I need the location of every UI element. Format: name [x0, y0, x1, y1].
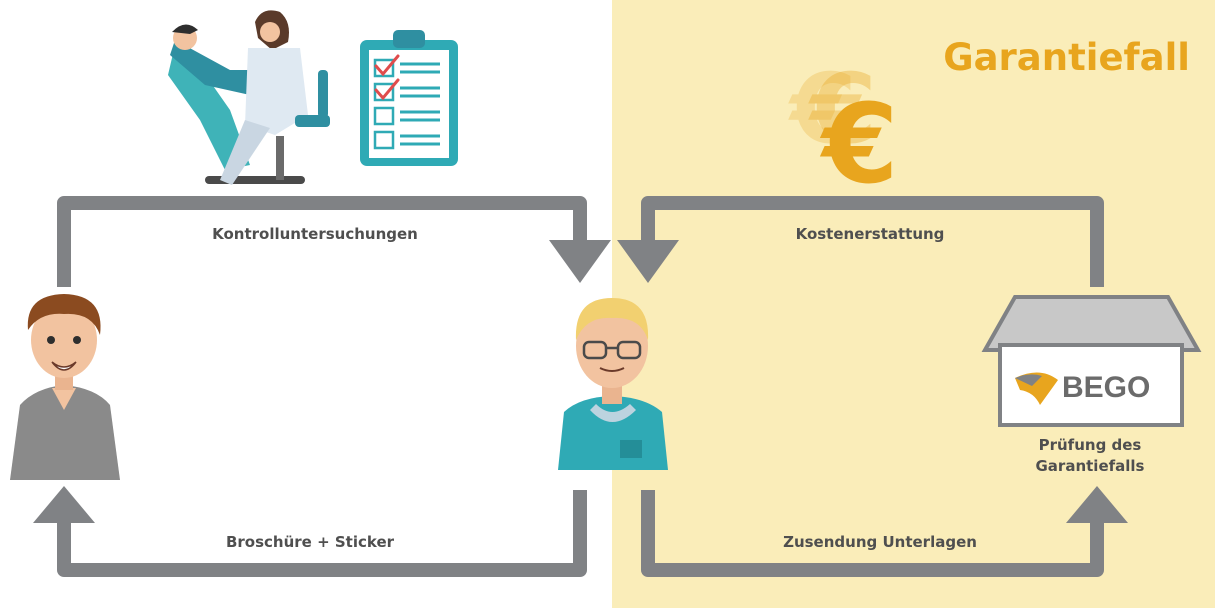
arrow-zusendung — [641, 490, 1104, 577]
patient-icon — [10, 294, 120, 480]
flow-label-kontroll: Kontrolluntersuchungen — [212, 225, 418, 243]
svg-text:€: € — [808, 53, 877, 165]
flow-label-zusendung: Zusendung Unterlagen — [783, 533, 977, 551]
panel-title: Garantiefall — [943, 36, 1190, 79]
flow-label-kosten: Kostenerstattung — [795, 225, 945, 243]
checklist-clipboard-icon — [360, 30, 458, 166]
bego-box-icon: BEGO — [981, 295, 1202, 427]
bego-caption-line2: Garantiefalls — [1035, 457, 1145, 475]
euro-coin-icon: € € € — [788, 53, 899, 208]
dentist-icon — [558, 298, 668, 470]
arrowhead-zusendung — [1066, 486, 1128, 523]
svg-text:€: € — [788, 53, 857, 165]
bego-logo-text: BEGO — [1062, 371, 1150, 404]
arrowhead-kontroll — [549, 240, 611, 283]
dental-treatment-icon — [168, 10, 330, 185]
arrowhead-kosten — [617, 240, 679, 283]
flow-label-broschuere: Broschüre + Sticker — [225, 533, 395, 551]
arrow-kontroll — [57, 196, 587, 287]
arrowhead-broschuere — [33, 486, 95, 523]
arrow-broschuere — [57, 490, 587, 577]
bego-caption-line1: Prüfung des — [1038, 436, 1142, 454]
svg-text:€: € — [819, 80, 899, 208]
arrow-kosten — [641, 196, 1104, 287]
